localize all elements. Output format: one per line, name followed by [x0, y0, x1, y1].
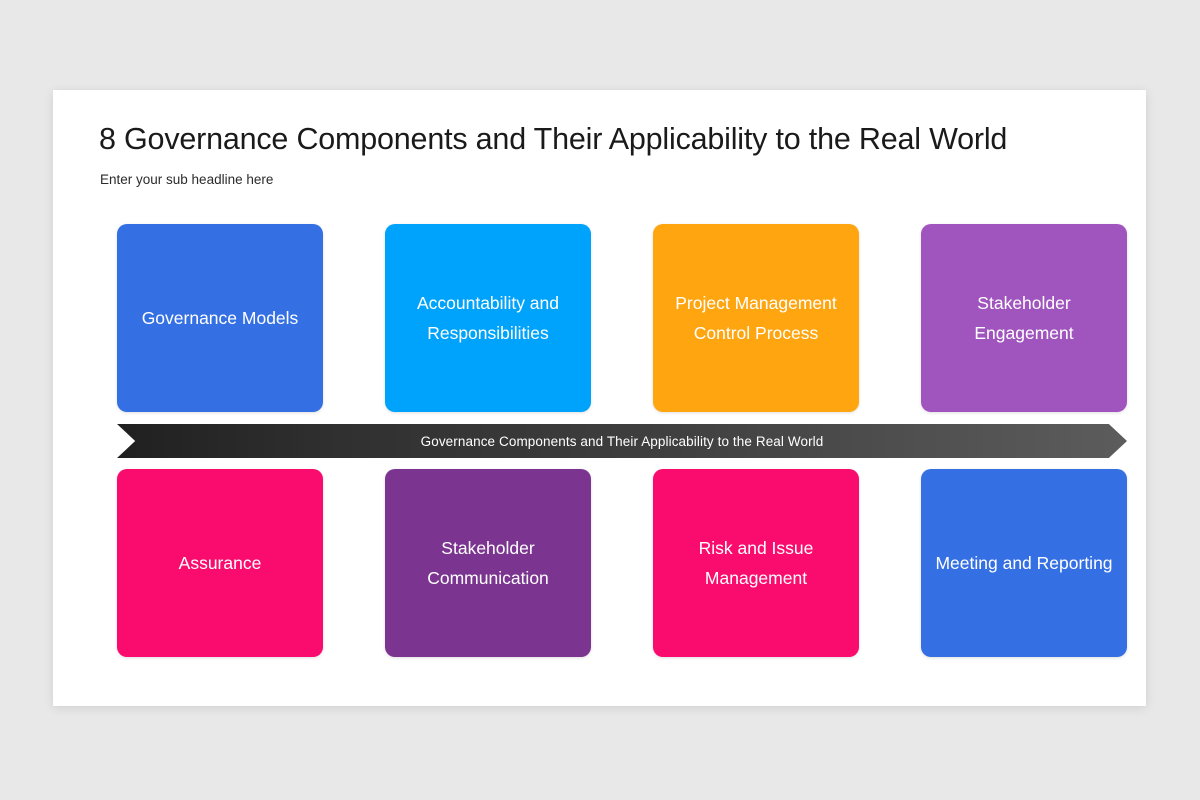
card-accountability-and-responsibilities[interactable]: Accountability and Responsibilities	[385, 224, 591, 412]
banner-ribbon-shape	[117, 424, 1127, 458]
center-banner[interactable]: Governance Components and Their Applicab…	[117, 424, 1127, 458]
slide-panel: 8 Governance Components and Their Applic…	[53, 90, 1146, 706]
card-label: Assurance	[178, 552, 262, 573]
card-assurance[interactable]: Assurance	[117, 469, 323, 657]
card-meeting-and-reporting[interactable]: Meeting and Reporting	[921, 469, 1127, 657]
card-label: Risk and Issue Management	[698, 537, 814, 588]
card-label: Stakeholder Communication	[427, 537, 549, 588]
card-stakeholder-communication[interactable]: Stakeholder Communication	[385, 469, 591, 657]
page-title: 8 Governance Components and Their Applic…	[99, 122, 1008, 156]
card-risk-and-issue-management[interactable]: Risk and Issue Management	[653, 469, 859, 657]
card-stakeholder-engagement[interactable]: Stakeholder Engagement	[921, 224, 1127, 412]
bottom-card-row: Assurance Stakeholder Communication Risk…	[117, 469, 1127, 657]
card-project-management-control-process[interactable]: Project Management Control Process	[653, 224, 859, 412]
card-label: Governance Models	[141, 307, 299, 328]
banner-label: Governance Components and Their Applicab…	[420, 433, 824, 449]
card-label: Meeting and Reporting	[935, 552, 1113, 573]
card-label: Project Management Control Process	[675, 292, 837, 343]
top-card-row: Governance Models Accountability and Res…	[117, 224, 1127, 412]
card-governance-models[interactable]: Governance Models	[117, 224, 323, 412]
page-subtitle: Enter your sub headline here	[100, 172, 274, 187]
card-label: Accountability and Responsibilities	[416, 292, 560, 343]
card-label: Stakeholder Engagement	[974, 292, 1074, 343]
